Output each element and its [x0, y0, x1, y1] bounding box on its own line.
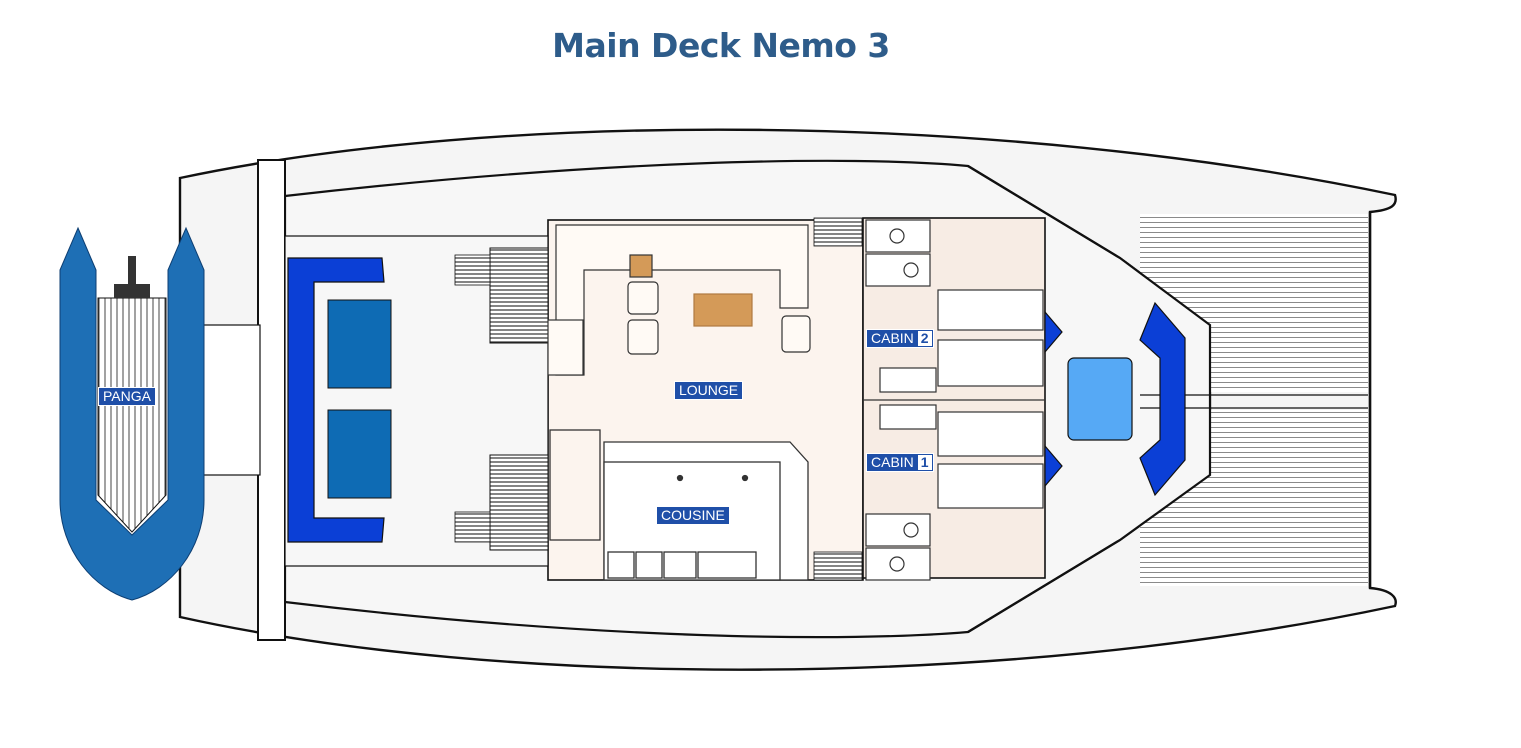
- lounge-furniture: [547, 224, 811, 376]
- panga: [59, 226, 261, 601]
- cushion-bottom: [327, 409, 392, 499]
- stairs-top: [489, 247, 549, 344]
- label-panga: PANGA: [98, 387, 156, 406]
- label-lounge: LOUNGE: [674, 381, 744, 400]
- aft-sofa: [287, 257, 392, 543]
- hot-tub: [1067, 357, 1133, 441]
- bow-seating: [1044, 301, 1186, 497]
- cushion-top: [327, 299, 392, 389]
- label-cabin-2-number: 2: [917, 331, 932, 346]
- label-cabin-2-text: CABIN: [871, 330, 914, 346]
- label-cabin-2: CABIN 2: [866, 329, 934, 348]
- lounge-table: [693, 293, 753, 327]
- stern-beam: [257, 159, 286, 641]
- label-cabin-1-number: 1: [917, 455, 932, 470]
- label-cabin-1: CABIN 1: [866, 453, 934, 472]
- label-cousine: COUSINE: [656, 506, 730, 525]
- cabins: [863, 219, 1045, 581]
- stairs-bottom: [489, 454, 549, 551]
- page-title: Main Deck Nemo 3: [552, 26, 890, 65]
- label-cabin-1-text: CABIN: [871, 454, 914, 470]
